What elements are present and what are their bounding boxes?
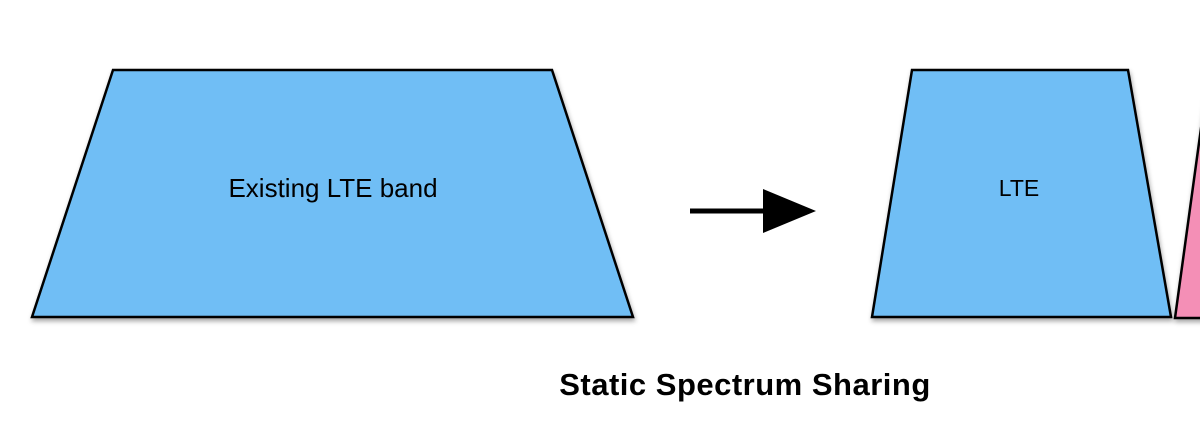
arrow-right-icon (690, 189, 816, 233)
diagram-caption: Static Spectrum Sharing (559, 367, 931, 402)
arrow-head (763, 189, 816, 233)
lte-band-shape (870, 68, 1173, 319)
shared-band-shape (1173, 126, 1200, 320)
existing-lte-band-shape (30, 68, 635, 319)
